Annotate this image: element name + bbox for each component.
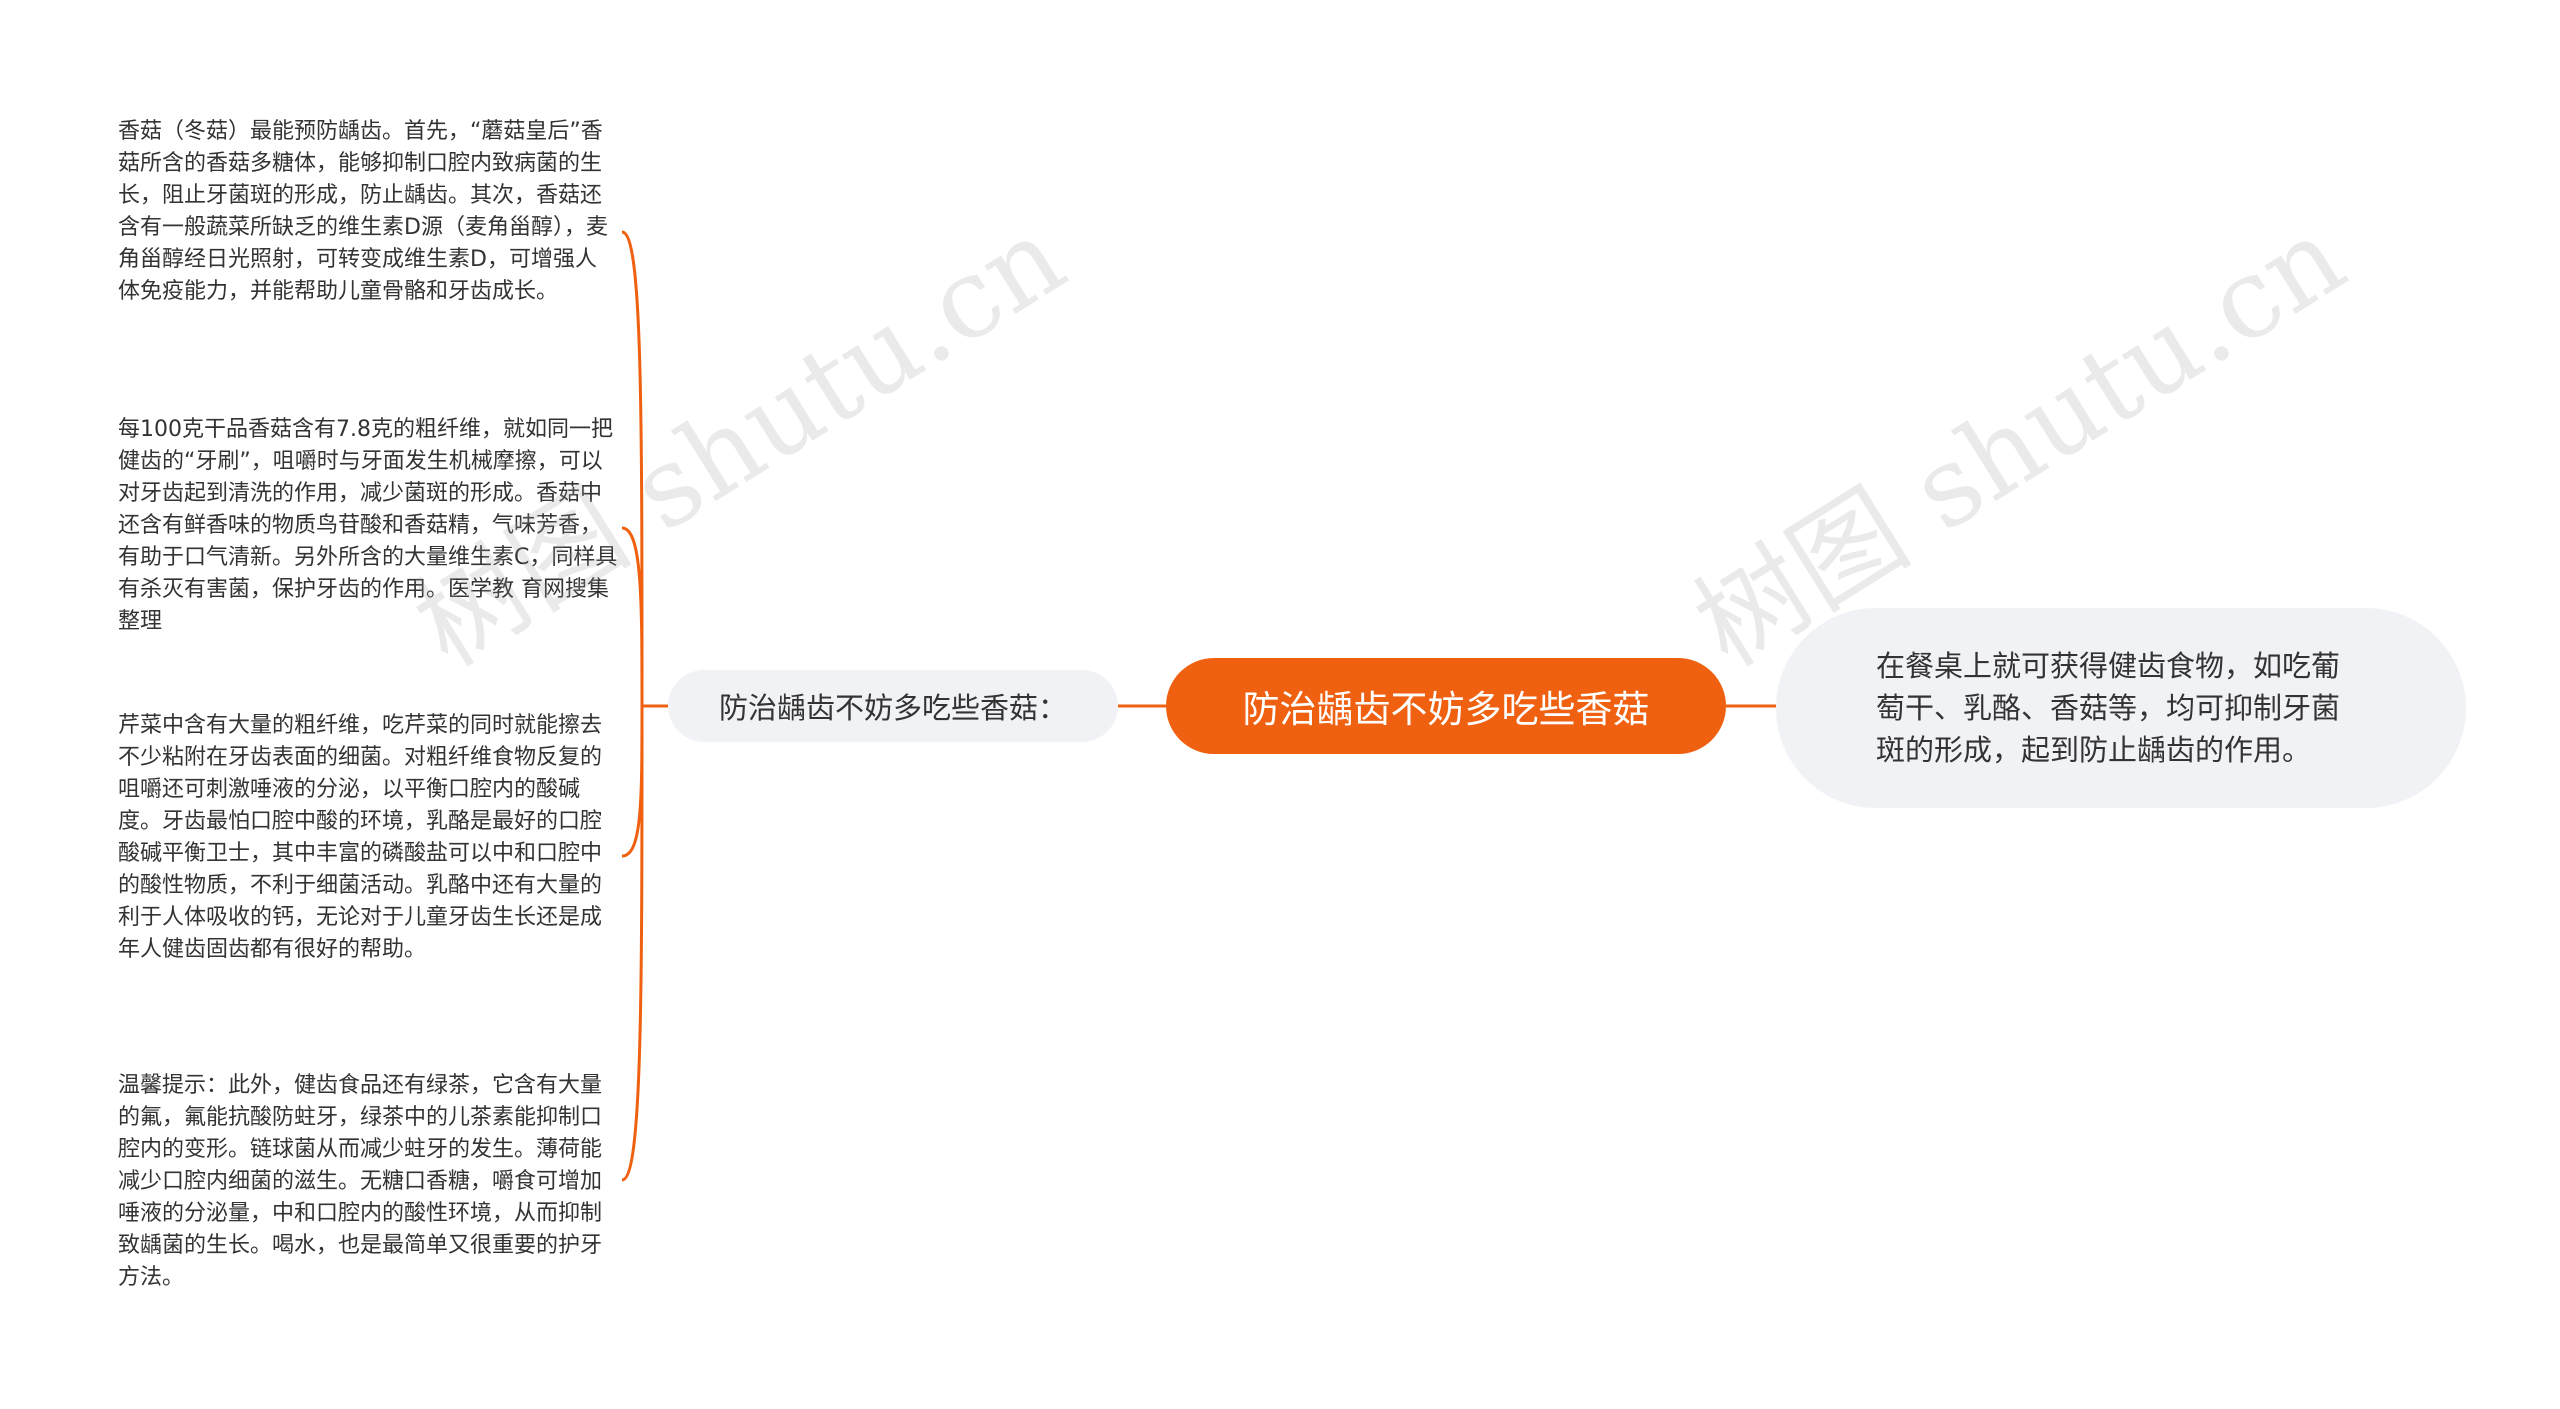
leaf-node-1[interactable]: 香菇（冬菇）最能预防龋齿。首先，“蘑菇皇后”香菇所含的香菇多糖体，能够抑制口腔内… [118, 119, 608, 304]
connector-leaf-3 [621, 705, 644, 858]
right-node[interactable]: 在餐桌上就可获得健齿食物，如吃葡萄干、乳酪、香菇等，均可抑制牙菌斑的形成，起到防… [1776, 608, 2466, 808]
leaf-node-4[interactable]: 温馨提示：此外，健齿食品还有绿茶，它含有大量的氟，氟能抗酸防蛀牙，绿茶中的儿茶素… [118, 1073, 603, 1290]
center-node[interactable]: 防治龋齿不妨多吃些香菇 [1166, 658, 1726, 754]
center-label: 防治龋齿不妨多吃些香菇 [1242, 688, 1650, 731]
leaf-node-2[interactable]: 每100克干品香菇含有7.8克的粗纤维，就如同一把健齿的“牙刷”，咀嚼时与牙面发… [118, 417, 618, 634]
leaf-node-3[interactable]: 芹菜中含有大量的粗纤维，吃芹菜的同时就能擦去不少粘附在牙齿表面的细菌。对粗纤维食… [118, 713, 603, 962]
connector-leaf-1 [621, 230, 644, 707]
branch-node[interactable]: 防治龋齿不妨多吃些香菇： [668, 670, 1118, 742]
connector-leaf-2 [621, 526, 644, 707]
right-node-text: 在餐桌上就可获得健齿食物，如吃葡萄干、乳酪、香菇等，均可抑制牙菌斑的形成，起到防… [1876, 649, 2341, 767]
connector-leaf-4 [621, 705, 644, 1182]
branch-label: 防治龋齿不妨多吃些香菇： [718, 691, 1067, 725]
